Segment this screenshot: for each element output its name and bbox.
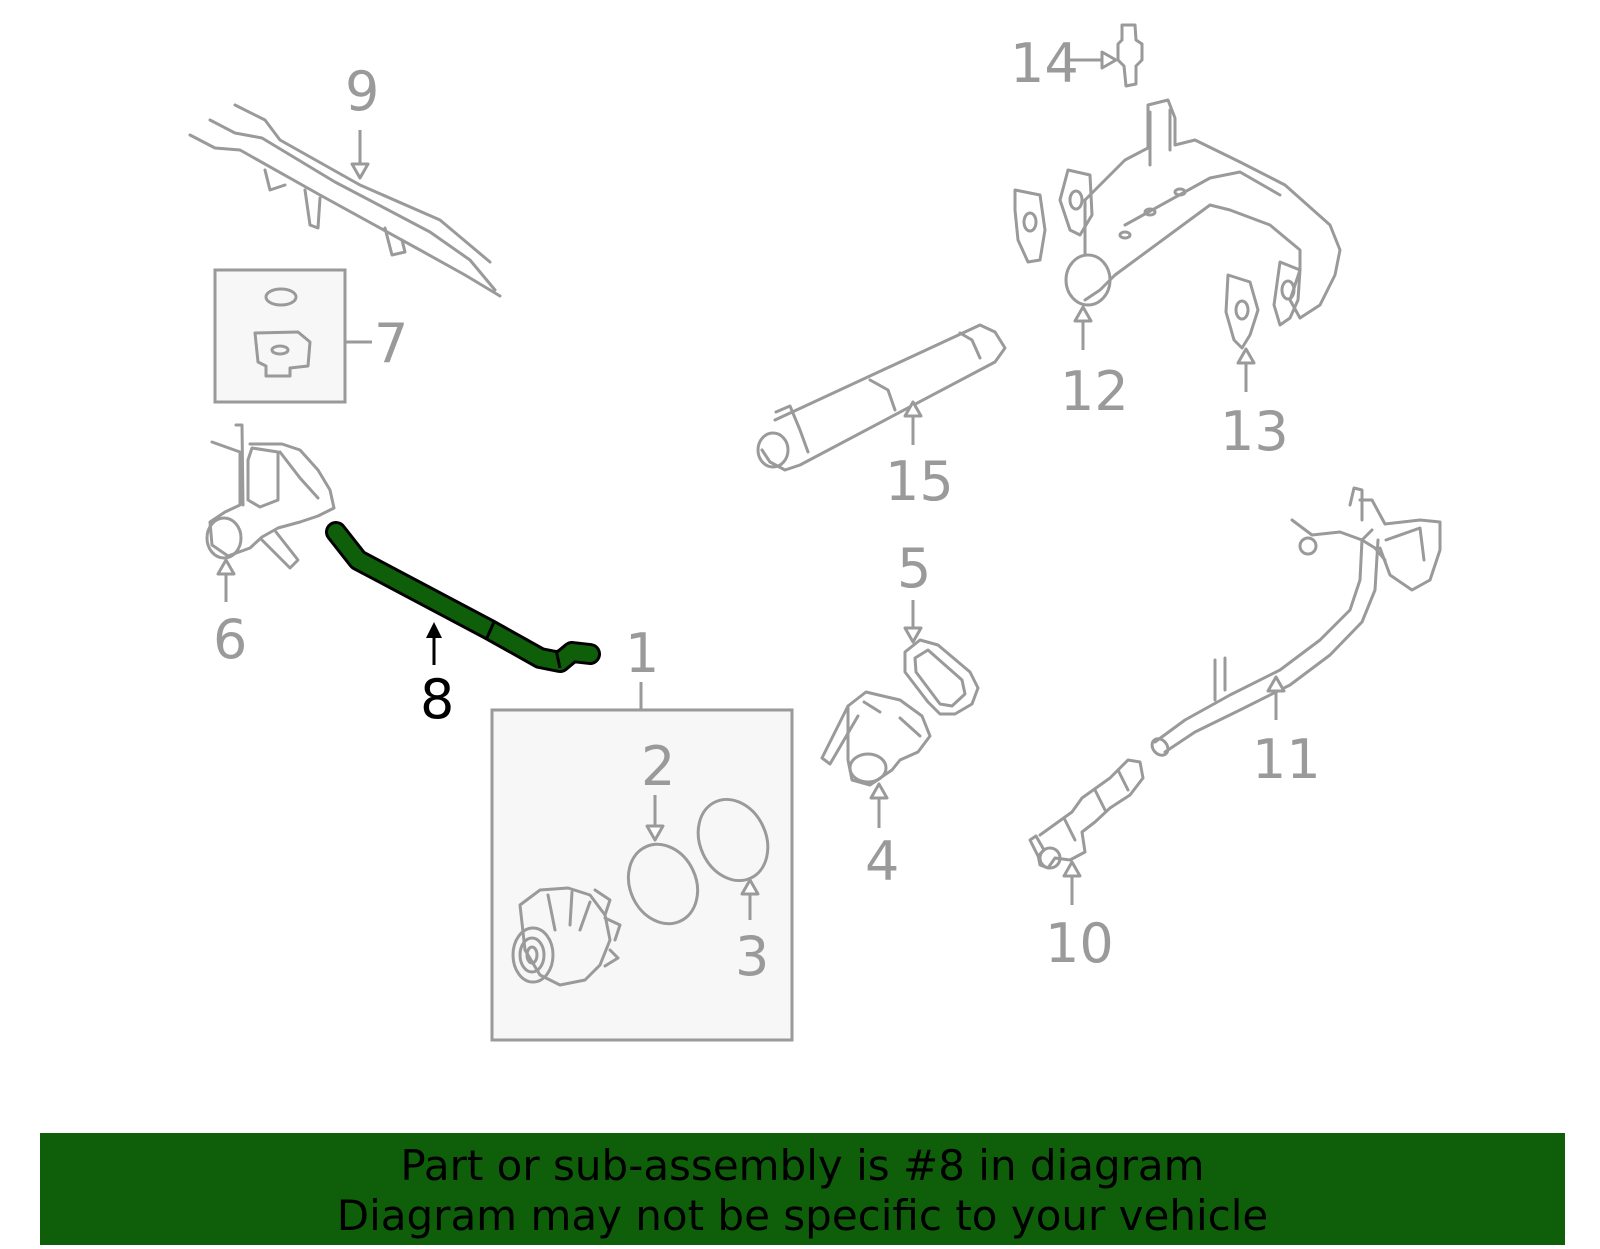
part-2-arrowhead xyxy=(645,824,665,842)
callout-4: 4 xyxy=(865,830,899,893)
callout-13: 13 xyxy=(1220,400,1289,463)
callout-9: 9 xyxy=(345,60,379,123)
part-9-coolant-pipe[interactable] xyxy=(188,103,502,298)
part-4-water-outlet[interactable] xyxy=(820,690,932,787)
part-8-arrowhead xyxy=(426,622,442,638)
part-4-arrowhead xyxy=(869,782,889,800)
part-11-arrowhead xyxy=(1266,675,1286,693)
callout-15: 15 xyxy=(885,450,954,513)
part-13-gasket[interactable] xyxy=(1224,273,1260,350)
part-8-bypass-hose[interactable] xyxy=(325,521,601,673)
banner-line-2: Diagram may not be specific to your vehi… xyxy=(336,1191,1269,1240)
callout-12: 12 xyxy=(1060,360,1129,423)
callout-14: 14 xyxy=(1010,32,1079,95)
part-3-arrowhead xyxy=(740,878,760,896)
part-14-sensor[interactable] xyxy=(1116,23,1144,88)
part-12-arrowhead xyxy=(1073,305,1093,323)
part-12-coolant-manifold[interactable] xyxy=(1013,98,1342,327)
callout-8: 8 xyxy=(420,668,454,731)
part-3-gasket[interactable] xyxy=(685,788,780,892)
part-7-gasket xyxy=(253,330,312,378)
part-15-pipe[interactable] xyxy=(756,323,1007,472)
part-6-thermostat-housing[interactable] xyxy=(205,423,336,570)
banner-line-1: Part or sub-assembly is #8 in diagram xyxy=(400,1141,1205,1190)
part-7-gasket-hole xyxy=(270,344,290,356)
part-10-arrowhead xyxy=(1062,860,1082,878)
part-13-arrowhead xyxy=(1236,347,1256,365)
callout-3: 3 xyxy=(735,925,769,988)
part-10-hose-fitting[interactable] xyxy=(1028,758,1145,870)
callout-5: 5 xyxy=(897,537,931,600)
part-5-gasket[interactable] xyxy=(903,638,980,716)
callout-11: 11 xyxy=(1252,728,1321,791)
part-5-arrowhead xyxy=(903,626,923,644)
part-1-water-pump xyxy=(511,886,622,987)
part-15-arrowhead xyxy=(903,400,923,418)
part-2-gasket[interactable] xyxy=(616,833,710,935)
part-1-box[interactable] xyxy=(490,708,794,1042)
part-7-o-ring xyxy=(264,287,298,307)
part-6-arrowhead xyxy=(216,558,236,576)
part-11-water-pipe[interactable] xyxy=(1149,486,1442,758)
callout-6: 6 xyxy=(213,608,247,671)
part-14-arrowhead xyxy=(1100,50,1118,70)
callout-1: 1 xyxy=(625,622,659,685)
callout-10: 10 xyxy=(1045,912,1114,975)
part-7-box[interactable] xyxy=(213,268,347,404)
callout-2: 2 xyxy=(641,735,675,798)
info-banner: Part or sub-assembly is #8 in diagram Di… xyxy=(40,1133,1565,1245)
callout-7: 7 xyxy=(374,312,408,375)
part-9-arrowhead xyxy=(350,162,370,180)
